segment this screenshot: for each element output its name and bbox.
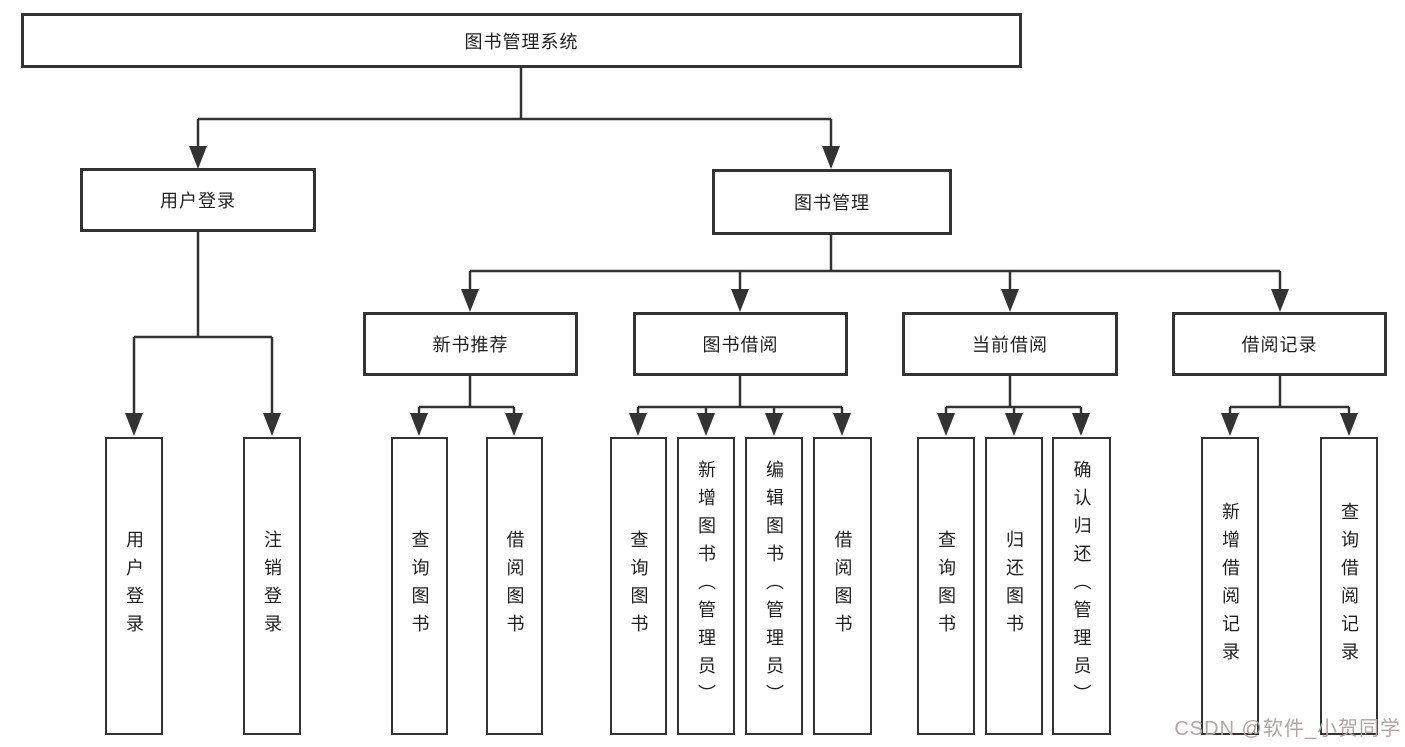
node-borrow-records-label: 借阅记录 (1241, 335, 1318, 355)
leaf-records-query-record: 查询借阅记录 (1320, 437, 1378, 735)
leaf-borrow-edit-book-admin: 编辑图书（管理员） (745, 437, 803, 735)
leaf-records-add-record: 新增借阅记录 (1201, 437, 1259, 735)
arrowhead-leaf-borrow-query (629, 413, 647, 436)
node-book-borrow: 图书借阅 (633, 312, 848, 376)
leaf-borrow-add-book-admin-label: 新增图书（管理员） (696, 460, 716, 712)
leaf-records-add-record-label: 新增借阅记录 (1220, 502, 1240, 670)
leaf-recommend-query-book-label: 查询图书 (409, 530, 430, 642)
leaf-user-login: 用户登录 (105, 437, 163, 735)
arrowhead-book-management (822, 146, 840, 169)
leaf-current-query-book-label: 查询图书 (936, 530, 956, 642)
arrowhead-leaf-logout (263, 413, 281, 436)
arrowhead-new-book-recommend (461, 289, 479, 312)
arrowhead-leaf-records-query (1340, 413, 1358, 436)
arrowhead-borrow-records (1271, 289, 1289, 312)
arrowhead-leaf-borrow-add (697, 413, 715, 436)
node-new-book-recommend: 新书推荐 (363, 312, 578, 376)
node-new-book-recommend-label: 新书推荐 (432, 335, 509, 355)
leaf-user-login-label: 用户登录 (124, 530, 144, 642)
node-current-borrow-label: 当前借阅 (972, 335, 1048, 355)
leaf-current-query-book: 查询图书 (917, 437, 975, 735)
arrowhead-leaf-borrow-edit (765, 413, 783, 436)
node-book-management-label: 图书管理 (794, 193, 870, 213)
node-current-borrow: 当前借阅 (902, 312, 1118, 376)
arrowhead-book-borrow (731, 289, 749, 312)
node-book-borrow-label: 图书借阅 (702, 335, 779, 355)
leaf-recommend-borrow-book-label: 借阅图书 (504, 530, 525, 642)
leaf-logout-login-label: 注销登录 (262, 530, 282, 642)
arrowhead-leaf-borrow-borrow (833, 413, 851, 436)
leaf-current-confirm-return-admin-label: 确认归还（管理员） (1071, 460, 1092, 712)
node-borrow-records: 借阅记录 (1172, 312, 1387, 376)
leaf-borrow-query-book: 查询图书 (610, 437, 667, 735)
arrowhead-leaf-current-return (1005, 413, 1023, 436)
arrowhead-user-login (189, 146, 207, 169)
arrowhead-leaf-records-add (1221, 413, 1239, 436)
node-book-management: 图书管理 (712, 169, 952, 235)
leaf-current-return-book-label: 归还图书 (1004, 530, 1024, 642)
node-user-login-label: 用户登录 (160, 191, 236, 211)
leaf-recommend-borrow-book: 借阅图书 (486, 437, 543, 735)
arrowhead-leaf-recommend-query (410, 413, 428, 436)
node-user-login: 用户登录 (80, 168, 316, 232)
leaf-borrow-borrow-book-label: 借阅图书 (832, 530, 853, 642)
node-root: 图书管理系统 (21, 13, 1022, 68)
leaf-borrow-borrow-book: 借阅图书 (813, 437, 872, 735)
leaf-borrow-add-book-admin: 新增图书（管理员） (677, 437, 735, 735)
arrowhead-current-borrow (1001, 289, 1019, 312)
arrowhead-leaf-recommend-borrow (505, 413, 523, 436)
watermark: CSDN @软件_小贺同学 (1174, 718, 1401, 740)
leaf-borrow-edit-book-admin-label: 编辑图书（管理员） (764, 460, 784, 712)
leaf-logout-login: 注销登录 (243, 437, 301, 735)
leaf-recommend-query-book: 查询图书 (391, 437, 448, 735)
arrowhead-leaf-user-login (125, 413, 143, 436)
leaf-borrow-query-book-label: 查询图书 (628, 530, 649, 642)
arrowhead-leaf-current-confirm (1072, 413, 1090, 436)
arrowhead-leaf-current-query (937, 413, 955, 436)
leaf-records-query-record-label: 查询借阅记录 (1339, 502, 1359, 670)
node-root-label: 图书管理系统 (464, 31, 579, 52)
leaf-current-confirm-return-admin: 确认归还（管理员） (1052, 437, 1111, 735)
leaf-current-return-book: 归还图书 (985, 437, 1043, 735)
